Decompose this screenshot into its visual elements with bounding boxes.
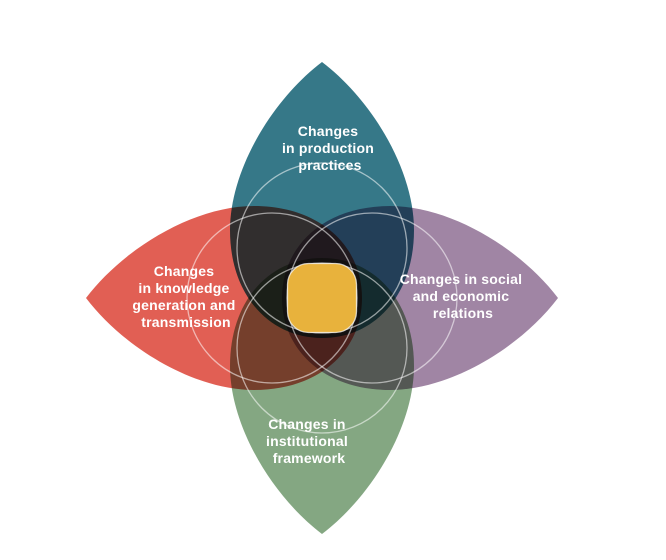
label-right-line2: and economic [413, 288, 510, 304]
label-bottom: Changes in institutional framework [266, 416, 352, 466]
label-right: Changes in social and economic relations [400, 271, 527, 321]
label-left-line4: transmission [141, 314, 231, 330]
label-bottom-line1: Changes in [268, 416, 345, 432]
label-left-line3: generation and [132, 297, 235, 313]
label-right-line1: Changes in social [400, 271, 522, 287]
petal-labels: Changes in production practices Changes … [132, 123, 527, 466]
center-intersection [286, 262, 358, 334]
label-top-line2: in production [282, 140, 374, 156]
petal-left [86, 206, 362, 390]
label-bottom-line3: framework [273, 450, 346, 466]
label-top-line3: practices [298, 157, 361, 173]
label-right-line3: relations [433, 305, 493, 321]
label-left: Changes in knowledge generation and tran… [132, 263, 239, 330]
label-bottom-line2: institutional [266, 433, 348, 449]
label-top: Changes in production practices [282, 123, 378, 173]
label-left-line1: Changes [154, 263, 215, 279]
label-left-line2: in knowledge [138, 280, 229, 296]
petal-group [86, 62, 558, 534]
label-top-line1: Changes [298, 123, 359, 139]
